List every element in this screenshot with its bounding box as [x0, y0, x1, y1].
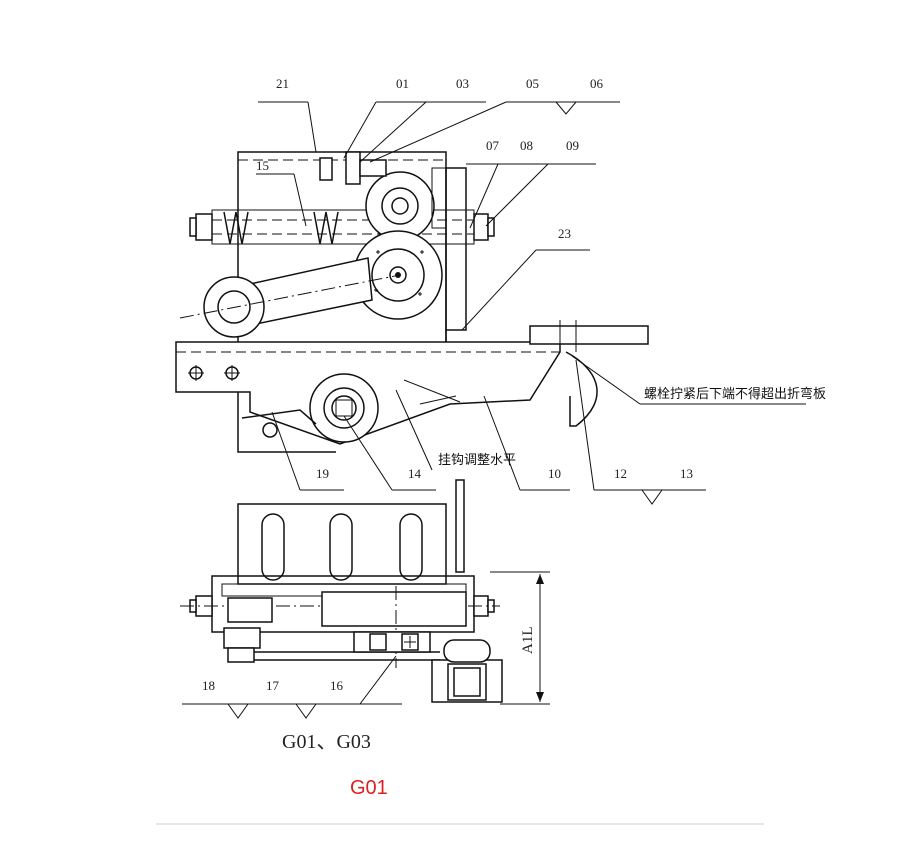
label-06: 06 — [590, 76, 604, 91]
label-23: 23 — [558, 226, 571, 241]
label-12: 12 — [614, 466, 627, 481]
leader-lines-top — [256, 101, 806, 505]
label-14: 14 — [408, 466, 422, 481]
models-caption: G01、G03 — [282, 731, 371, 753]
upper-roller — [365, 171, 435, 241]
label-01: 01 — [396, 76, 409, 91]
leader-lines-bottom — [182, 655, 402, 719]
slot-3 — [399, 513, 423, 581]
vertical-rod — [455, 479, 465, 573]
label-05: 05 — [526, 76, 539, 91]
top-view — [175, 101, 806, 505]
model-code: G01 — [350, 777, 388, 799]
hook-clip — [529, 325, 649, 345]
spring-right — [313, 211, 339, 245]
spring-rod-housing — [211, 209, 475, 245]
label-10: 10 — [548, 466, 561, 481]
side-bracket — [445, 167, 467, 331]
bottom-view — [180, 479, 550, 719]
note-hook: 挂钩调整水平 — [438, 453, 516, 468]
bolt-01 — [319, 157, 333, 181]
label-07: 07 — [486, 138, 500, 153]
slot-1 — [261, 513, 285, 581]
labels: 21 01 03 05 06 07 08 09 15 23 19 14 10 1… — [202, 76, 826, 799]
rod-housing — [321, 591, 467, 627]
pivot-14 — [309, 373, 379, 443]
label-15: 15 — [256, 158, 269, 173]
spring-left — [223, 211, 249, 245]
note-bolt: 螺栓拧紧后下端不得超出折弯板 — [644, 386, 826, 402]
dimension-label: A1L — [520, 627, 536, 655]
label-13: 13 — [680, 466, 693, 481]
label-16: 16 — [330, 678, 344, 693]
label-19: 19 — [316, 466, 329, 481]
label-09: 09 — [566, 138, 579, 153]
label-18: 18 — [202, 678, 215, 693]
label-17: 17 — [266, 678, 280, 693]
slot-2 — [329, 513, 353, 581]
label-08: 08 — [520, 138, 533, 153]
spring-wire-19 — [241, 409, 317, 425]
nut-right — [473, 213, 489, 241]
label-03: 03 — [456, 76, 469, 91]
spring-seat — [227, 597, 273, 623]
bearing-block-16 — [353, 631, 431, 653]
bolt-03 — [359, 159, 387, 177]
back-plate-bottom — [237, 503, 447, 585]
label-21: 21 — [276, 76, 289, 91]
nut-left — [195, 213, 213, 241]
